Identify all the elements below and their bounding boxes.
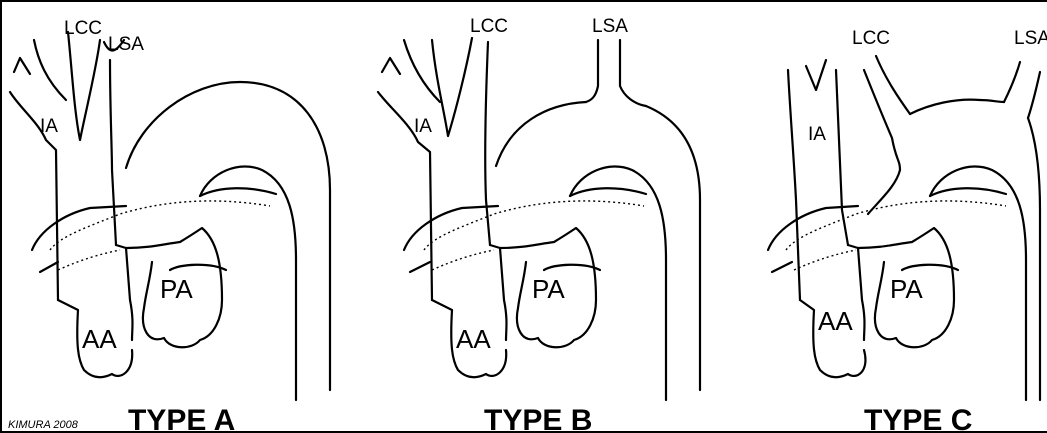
ia-vessel-left-wall <box>788 70 800 300</box>
airway-line-short <box>772 262 792 272</box>
airway-dashed-lower <box>58 250 120 270</box>
ia-branch-v <box>806 60 826 90</box>
aa-label: AA <box>818 306 853 336</box>
panel-type-c: LCC LSA IA AA PA TYPE C <box>768 28 1047 433</box>
airway-line-short <box>40 262 58 272</box>
pa-label: PA <box>890 274 923 304</box>
pa-connect <box>902 265 958 270</box>
type-c-label: TYPE C <box>864 404 972 433</box>
airway-dashed-lower <box>794 250 856 270</box>
type-a-label: TYPE A <box>128 404 235 433</box>
lcc-label: LCC <box>64 18 102 39</box>
panel-type-a: LCC LSA IA AA PA TYPE A <box>10 18 330 433</box>
lsa-vessel-left <box>586 40 598 102</box>
aa-right-wall <box>490 245 507 340</box>
arch-top-right <box>980 100 1004 102</box>
arch-outer-right <box>646 106 700 390</box>
aa-label: AA <box>82 324 117 354</box>
ia-label: IA <box>414 116 432 137</box>
airway-dashed-lower <box>432 250 494 270</box>
airway-line-short <box>410 262 430 272</box>
pa-connect <box>544 265 600 270</box>
arch-outer-right <box>1028 118 1040 400</box>
signature: KIMURA 2008 <box>8 419 79 431</box>
ia-branch-left <box>382 58 400 74</box>
panel-type-b: LCC LSA IA AA PA TYPE B <box>378 16 700 433</box>
lsa-vessel-right <box>1028 72 1040 118</box>
aa-right-wall <box>116 245 133 340</box>
arch-inner <box>930 166 1026 400</box>
arch-inner-crossbar <box>200 188 276 196</box>
lsa-vessel <box>1004 62 1020 102</box>
ia-vessel-right-wall <box>836 70 848 245</box>
ia-label: IA <box>808 124 826 145</box>
pa-label: PA <box>160 274 193 304</box>
lsa-vessel-right <box>620 40 646 106</box>
lsa-label: LSA <box>592 16 628 37</box>
type-b-label: TYPE B <box>484 404 592 433</box>
ia-branch-left <box>14 58 30 74</box>
arch-outer-left <box>496 102 586 166</box>
arch-inner-crossbar <box>930 188 1006 196</box>
airway-dashed-upper <box>786 201 1006 250</box>
arch-outer-left <box>868 170 900 214</box>
airway-line <box>32 206 126 250</box>
airway-dashed-upper <box>50 201 270 250</box>
arch-top <box>910 100 980 114</box>
ia-vessel-inner <box>404 40 440 102</box>
lcc-label: LCC <box>470 16 508 37</box>
airway-line <box>404 206 498 250</box>
lsa-label: LSA <box>108 34 144 55</box>
lcc-vessel <box>432 38 472 136</box>
ia-label: IA <box>40 116 58 137</box>
arch-inner-crossbar <box>570 188 646 196</box>
pa-label: PA <box>532 274 565 304</box>
lcc-vessel-left <box>876 56 910 114</box>
lsa-label: LSA <box>1014 28 1047 49</box>
aa-label: AA <box>456 324 491 354</box>
lcc-label: LCC <box>852 28 890 49</box>
lcc-right-wall <box>485 42 490 245</box>
lcc-vessel <box>68 32 100 140</box>
arch-outer <box>126 82 330 390</box>
lcc-vessel-left-outer <box>864 70 900 170</box>
pa-connect <box>170 265 226 270</box>
ia-vessel-inner <box>34 40 66 100</box>
